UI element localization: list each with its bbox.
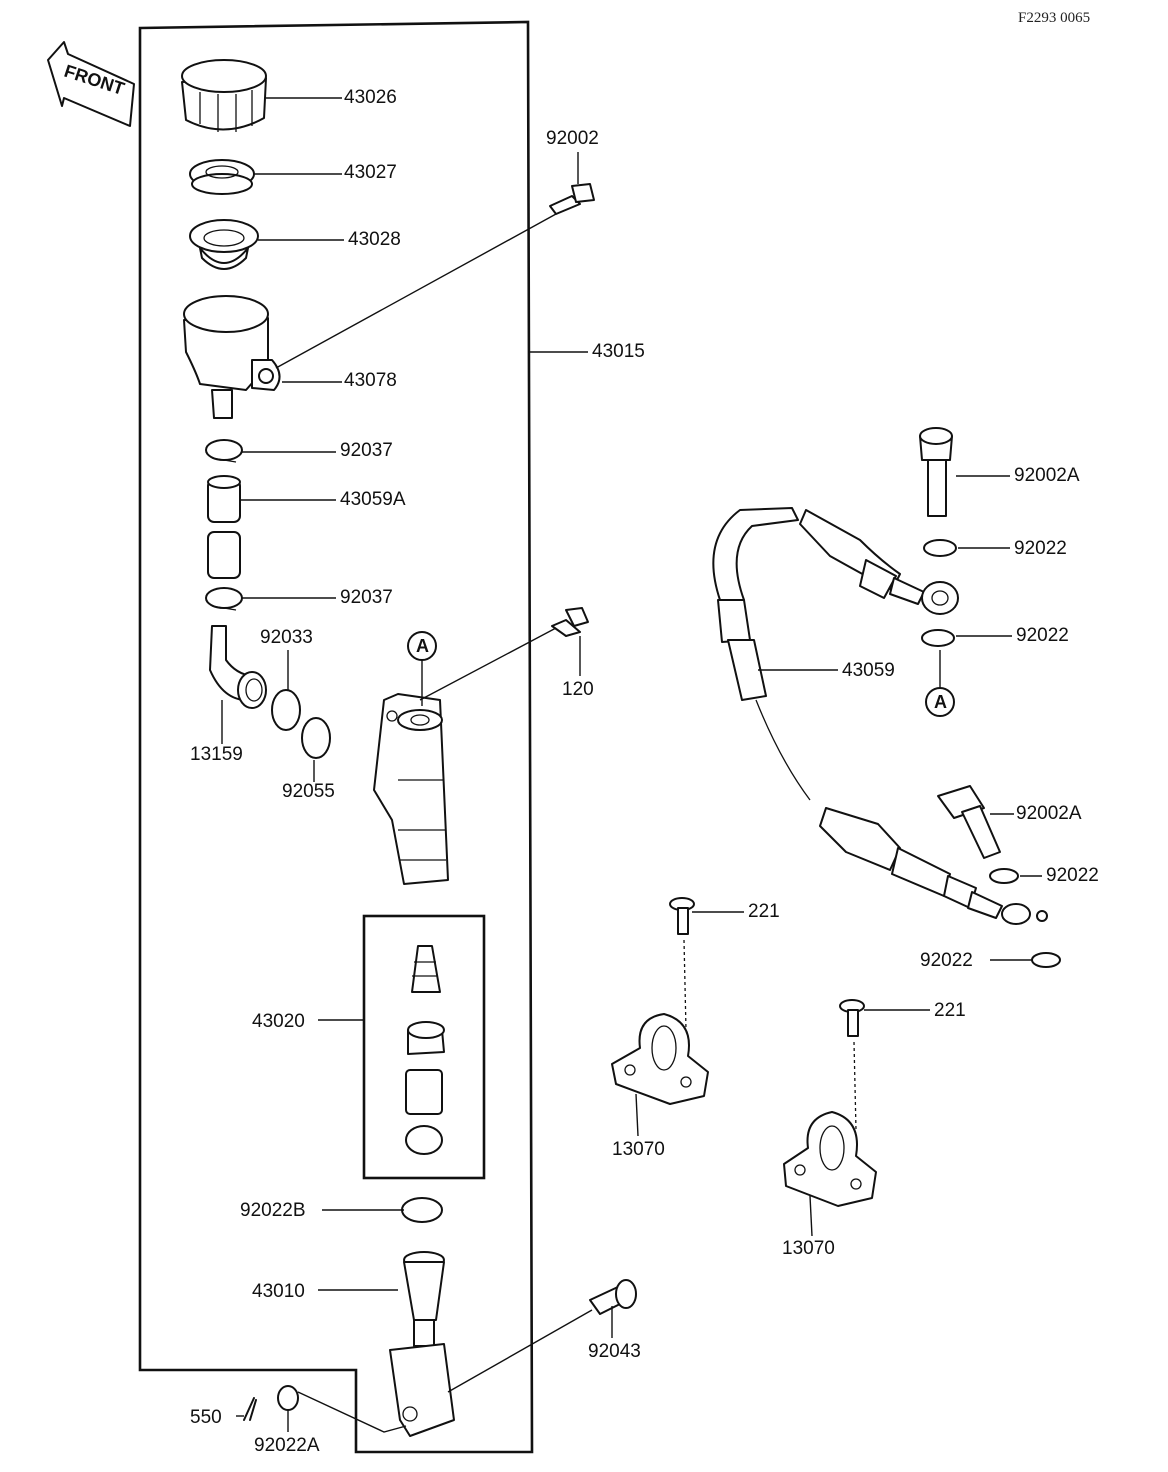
label-43028: 43028 bbox=[348, 229, 401, 250]
elbow-fitting bbox=[209, 625, 267, 709]
callout-a bbox=[925, 650, 955, 717]
label-92022: 92022 bbox=[1014, 538, 1067, 559]
callout-letter-a: A bbox=[416, 636, 429, 656]
callout-letter-a: A bbox=[934, 692, 947, 712]
hose-clamp bbox=[205, 439, 243, 463]
drawing-code: F2293 0065 bbox=[1018, 10, 1091, 26]
label-43059: 43059 bbox=[842, 660, 895, 681]
washer bbox=[989, 868, 1019, 884]
o-ring bbox=[301, 717, 331, 759]
reservoir-body bbox=[183, 295, 281, 419]
reservoir-cap bbox=[181, 59, 267, 132]
label-92002a: 92002A bbox=[1014, 465, 1080, 486]
label-92037: 92037 bbox=[340, 440, 393, 461]
label-92022: 92022 bbox=[920, 950, 973, 971]
circlip bbox=[401, 1197, 443, 1223]
hose-bracket bbox=[611, 1013, 709, 1105]
brake-hose bbox=[712, 507, 1048, 925]
screw bbox=[839, 999, 865, 1037]
label-92002: 92002 bbox=[546, 128, 599, 149]
push-rod bbox=[389, 1251, 455, 1437]
screw bbox=[669, 897, 695, 935]
label-550: 550 bbox=[190, 1407, 222, 1428]
label-43015: 43015 bbox=[592, 341, 645, 362]
label-92055: 92055 bbox=[282, 781, 335, 802]
label-43027: 43027 bbox=[344, 162, 397, 183]
label-43020: 43020 bbox=[252, 1011, 305, 1032]
screw bbox=[551, 607, 589, 637]
diaphragm bbox=[189, 219, 259, 270]
master-cylinder-body bbox=[373, 693, 449, 885]
leader-lines bbox=[221, 97, 1042, 1432]
washer bbox=[921, 629, 955, 647]
cotter-pin bbox=[243, 1397, 257, 1421]
label-13070: 13070 bbox=[782, 1238, 835, 1259]
label-43078: 43078 bbox=[344, 370, 397, 391]
label-92037: 92037 bbox=[340, 587, 393, 608]
label-43059a: 43059A bbox=[340, 489, 406, 510]
piston-kit-box bbox=[362, 914, 486, 1180]
label-92022b: 92022B bbox=[240, 1200, 306, 1221]
front-arrow-icon: FRONT bbox=[47, 41, 135, 127]
circlip bbox=[271, 689, 301, 731]
banjo-bolt bbox=[919, 427, 953, 517]
label-92022a: 92022A bbox=[254, 1435, 320, 1456]
label-221: 221 bbox=[934, 1000, 966, 1021]
washer bbox=[1031, 952, 1061, 968]
reservoir-hose bbox=[207, 475, 241, 579]
label-120: 120 bbox=[562, 679, 594, 700]
assembly-frame bbox=[138, 20, 534, 1454]
label-92022: 92022 bbox=[1016, 625, 1069, 646]
label-92002a: 92002A bbox=[1016, 803, 1082, 824]
screw bbox=[549, 183, 595, 215]
hose-clamp bbox=[205, 587, 243, 611]
clevis-pin bbox=[589, 1279, 637, 1315]
label-92022: 92022 bbox=[1046, 865, 1099, 886]
piston-kit-parts bbox=[405, 945, 445, 1155]
label-92033: 92033 bbox=[260, 627, 313, 648]
label-221: 221 bbox=[748, 901, 780, 922]
hose-bracket bbox=[783, 1111, 877, 1207]
label-43026: 43026 bbox=[344, 87, 397, 108]
banjo-bolt bbox=[937, 785, 1001, 859]
washer bbox=[923, 539, 957, 557]
washer bbox=[277, 1385, 299, 1411]
callout-a bbox=[407, 631, 437, 706]
label-13159: 13159 bbox=[190, 744, 243, 765]
label-13070: 13070 bbox=[612, 1139, 665, 1160]
label-43010: 43010 bbox=[252, 1281, 305, 1302]
diaphragm-plate bbox=[189, 159, 255, 195]
label-92043: 92043 bbox=[588, 1341, 641, 1362]
